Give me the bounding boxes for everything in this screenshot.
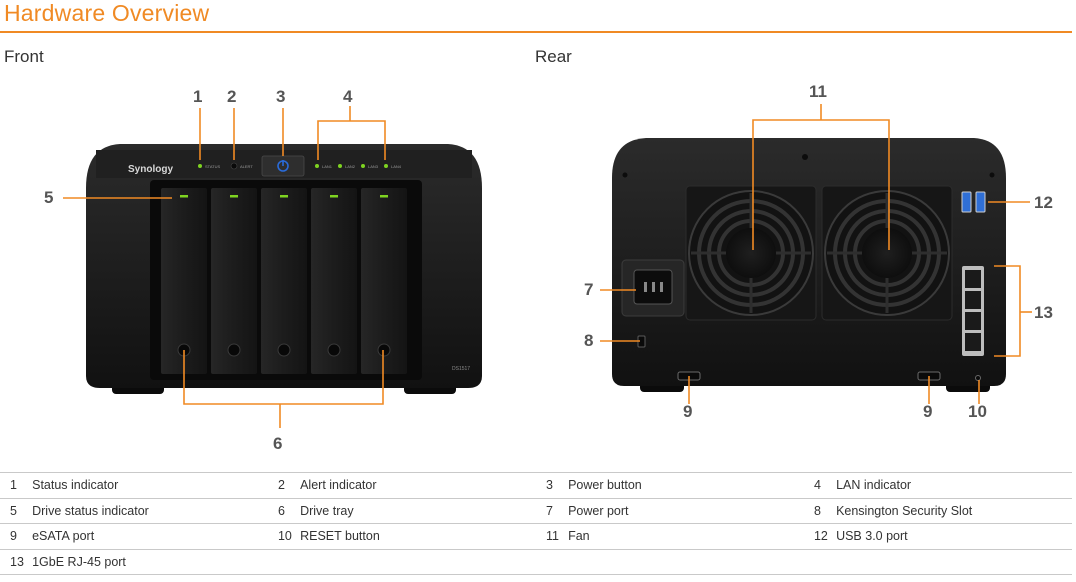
legend-num: 1 bbox=[0, 472, 33, 498]
legend-num: 11 bbox=[535, 523, 569, 549]
drive-tray-3 bbox=[261, 188, 307, 374]
callout-4: 4 bbox=[343, 87, 353, 106]
front-brand-logo: Synology bbox=[128, 164, 173, 175]
status-led bbox=[198, 164, 202, 168]
callout-8: 8 bbox=[584, 331, 594, 350]
legend-label: Drive status indicator bbox=[32, 497, 268, 524]
callout-1: 1 bbox=[193, 87, 203, 106]
hardware-diagram: Synology STATUS ALERT LAN1 LAN2 LAN3 LAN… bbox=[63, 104, 1032, 428]
legend-num: 5 bbox=[0, 497, 33, 524]
legend-num: 7 bbox=[535, 497, 569, 524]
legend-label: Alert indicator bbox=[300, 472, 536, 498]
lan1-led bbox=[315, 164, 319, 168]
legend-num: 4 bbox=[803, 472, 837, 498]
legend-row: 1 Status indicator 2 Alert indicator 3 P… bbox=[0, 472, 1072, 498]
legend-num: 9 bbox=[0, 523, 33, 549]
callout-10: 10 bbox=[968, 402, 987, 421]
lan3-led-label: LAN3 bbox=[368, 164, 379, 169]
front-callout-lines bbox=[63, 106, 386, 428]
rear-section-label: Rear bbox=[535, 47, 572, 66]
legend-label: Drive tray bbox=[300, 497, 536, 524]
front-device: Synology STATUS ALERT LAN1 LAN2 LAN3 LAN… bbox=[86, 144, 482, 394]
alert-led-label: ALERT bbox=[240, 164, 253, 169]
page-title: Hardware Overview bbox=[4, 0, 210, 26]
rear-callout-lines bbox=[600, 104, 1032, 404]
rear-device bbox=[612, 138, 1006, 392]
legend-table: 1 Status indicator 2 Alert indicator 3 P… bbox=[0, 472, 1072, 575]
lan4-led bbox=[384, 164, 388, 168]
fan-right bbox=[821, 185, 953, 321]
legend-label: Status indicator bbox=[32, 472, 268, 498]
legend-label: Kensington Security Slot bbox=[836, 497, 1072, 524]
lan3-led bbox=[361, 164, 365, 168]
front-section-label: Front bbox=[4, 47, 44, 66]
legend-row: 13 1GbE RJ-45 port bbox=[0, 548, 1072, 575]
lan2-led-label: LAN2 bbox=[345, 164, 356, 169]
status-led-label: STATUS bbox=[205, 164, 221, 169]
legend-label: Fan bbox=[568, 523, 804, 549]
alert-led bbox=[230, 162, 238, 170]
fan-left bbox=[685, 185, 817, 321]
drive-trays bbox=[161, 188, 407, 374]
legend-label: eSATA port bbox=[32, 523, 268, 549]
lan2-led bbox=[338, 164, 342, 168]
callout-9-left: 9 bbox=[683, 402, 693, 421]
callout-7: 7 bbox=[584, 280, 594, 299]
legend-num: 6 bbox=[267, 497, 301, 524]
legend-num: 2 bbox=[267, 472, 301, 498]
front-leds: STATUS ALERT LAN1 LAN2 LAN3 LAN4 bbox=[198, 162, 402, 170]
front-model-label: DS1517 bbox=[452, 366, 470, 372]
legend-row: 9 eSATA port 10 RESET button 11 Fan 12 U… bbox=[0, 523, 1072, 549]
legend-label bbox=[836, 548, 1072, 575]
rear-screw bbox=[802, 154, 808, 160]
legend-label: USB 3.0 port bbox=[836, 523, 1072, 549]
callout-9-right: 9 bbox=[923, 402, 933, 421]
drive-tray-2 bbox=[211, 188, 257, 374]
legend-num: 3 bbox=[535, 472, 569, 498]
legend-label: Power port bbox=[568, 497, 804, 524]
callout-13: 13 bbox=[1034, 303, 1053, 322]
legend-num: 13 bbox=[0, 548, 33, 575]
callout-12: 12 bbox=[1034, 193, 1053, 212]
drive-tray-4 bbox=[311, 188, 357, 374]
legend-label: RESET button bbox=[300, 523, 536, 549]
title-divider bbox=[0, 31, 1072, 33]
legend-label bbox=[568, 548, 804, 575]
legend-num bbox=[803, 548, 837, 575]
legend-label: Power button bbox=[568, 472, 804, 498]
legend-label bbox=[300, 548, 536, 575]
callout-2: 2 bbox=[227, 87, 237, 106]
lan-ports bbox=[962, 266, 984, 356]
legend-label: LAN indicator bbox=[836, 472, 1072, 498]
lan1-led-label: LAN1 bbox=[322, 164, 333, 169]
drive-tray-1 bbox=[161, 188, 207, 374]
power-port bbox=[621, 259, 685, 317]
legend-label: 1GbE RJ-45 port bbox=[32, 548, 268, 575]
lan4-led-label: LAN4 bbox=[391, 164, 402, 169]
legend-row: 5 Drive status indicator 6 Drive tray 7 … bbox=[0, 497, 1072, 524]
legend-num: 12 bbox=[803, 523, 837, 549]
usb-ports bbox=[961, 191, 986, 213]
legend-num: 8 bbox=[803, 497, 837, 524]
callout-6: 6 bbox=[273, 434, 283, 453]
legend-num: 10 bbox=[267, 523, 301, 549]
legend-num bbox=[535, 548, 569, 575]
callout-11: 11 bbox=[809, 82, 827, 101]
drive-tray-5 bbox=[361, 188, 407, 374]
callout-3: 3 bbox=[276, 87, 286, 106]
callout-5: 5 bbox=[44, 188, 54, 207]
legend-num bbox=[267, 548, 301, 575]
reset-button bbox=[975, 375, 981, 381]
